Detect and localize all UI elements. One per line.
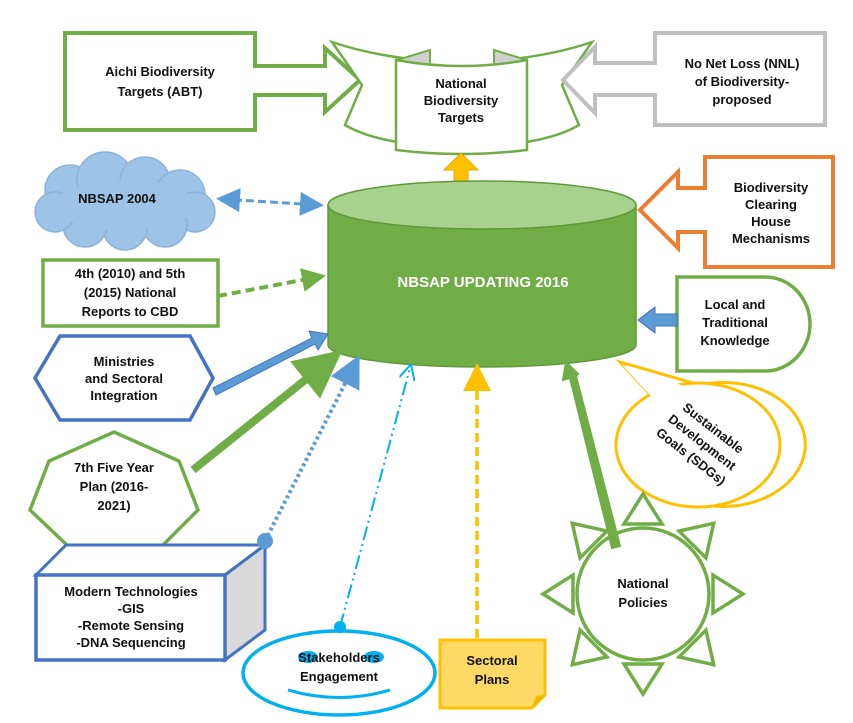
sun-ray-icon [620, 490, 666, 526]
sun-ray-icon [711, 571, 747, 617]
nbsap-2004-connector [216, 188, 324, 216]
sun-ray-icon [569, 626, 611, 668]
reports-connector [217, 268, 326, 298]
national-policies-node [539, 490, 747, 698]
sun-ray-icon [539, 571, 575, 617]
sun-ray-icon [569, 520, 611, 562]
sun-ray-icon [620, 662, 666, 698]
center-label: NBSAP UPDATING 2016 [397, 274, 568, 291]
modern-tech-node: Modern Technologies-GIS-Remote Sensing-D… [32, 542, 270, 663]
sun-ray-icon [675, 520, 717, 562]
modern-tech-label: Modern Technologies-GIS-Remote Sensing-D… [64, 584, 197, 650]
local-knowledge-arrow [637, 305, 678, 335]
sun-ray-icon [675, 626, 717, 668]
nbsap-2004-label: NBSAP 2004 [78, 191, 157, 206]
national-policies-arrow [561, 359, 622, 550]
five-year-plan-connector [190, 349, 343, 474]
nbsap-2004-node: NBSAP 2004 [34, 151, 216, 251]
ministries-arrow [212, 330, 329, 396]
stakeholders-connector [339, 368, 410, 628]
nnl-label: No Net Loss (NNL)of Biodiversity-propose… [685, 56, 800, 107]
sdgs-node: SustainableDevelopmentGoals (SDGs) [614, 359, 807, 509]
nbsap-updating-cylinder: NBSAP UPDATING 2016 [327, 180, 637, 368]
nnl-node: No Net Loss (NNL)of Biodiversity-propose… [560, 31, 827, 127]
modern-tech-connector [263, 354, 360, 542]
